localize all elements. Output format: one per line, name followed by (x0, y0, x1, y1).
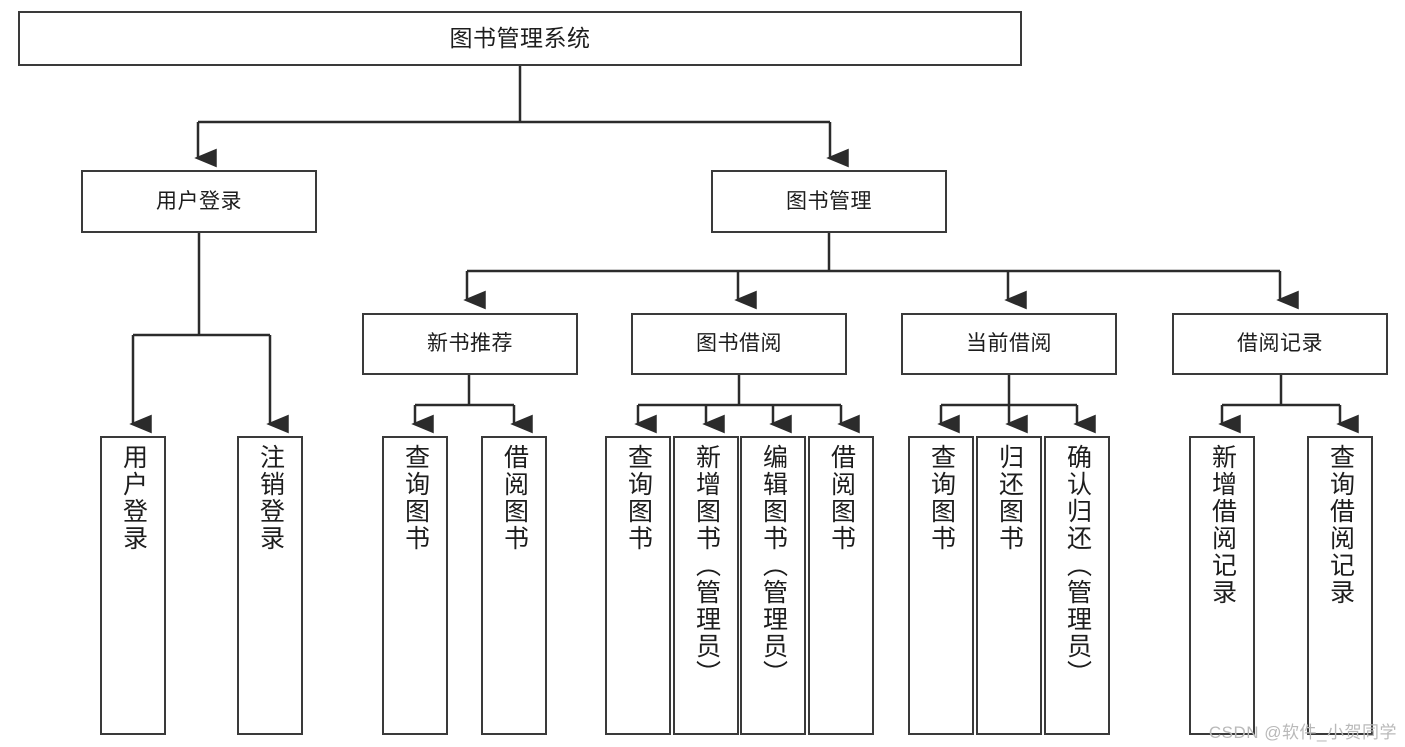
leaf-current-borrow-confirm-return[interactable]: 确认归还（管理员） (1044, 436, 1110, 735)
node-root-system-label: 图书管理系统 (449, 24, 591, 51)
node-new-book-recommend[interactable]: 新书推荐 (362, 313, 578, 375)
leaf-borrow-record-query[interactable]: 查询借阅记录 (1307, 436, 1373, 735)
leaf-user-login-logout-label: 注销登录 (256, 444, 285, 552)
leaf-user-login-login-label: 用户登录 (119, 444, 148, 552)
leaf-current-borrow-query[interactable]: 查询图书 (908, 436, 974, 735)
leaf-book-borrow-query[interactable]: 查询图书 (605, 436, 671, 735)
leaf-borrow-record-add-label: 新增借阅记录 (1208, 444, 1237, 606)
leaf-user-login-login[interactable]: 用户登录 (100, 436, 166, 735)
node-user-login-label: 用户登录 (156, 189, 242, 213)
node-borrow-record-label: 借阅记录 (1237, 332, 1323, 356)
leaf-current-borrow-return[interactable]: 归还图书 (976, 436, 1042, 735)
leaf-new-book-borrow-label: 借阅图书 (500, 444, 529, 552)
leaf-book-borrow-edit-label: 编辑图书（管理员） (759, 444, 788, 687)
leaf-new-book-query[interactable]: 查询图书 (382, 436, 448, 735)
node-book-management-label: 图书管理 (786, 189, 872, 213)
csdn-watermark: CSDN @软件_小贺同学 (1208, 723, 1397, 742)
leaf-book-borrow-add[interactable]: 新增图书（管理员） (673, 436, 739, 735)
leaf-new-book-borrow[interactable]: 借阅图书 (481, 436, 547, 735)
node-current-borrow-label: 当前借阅 (966, 332, 1052, 356)
node-current-borrow[interactable]: 当前借阅 (901, 313, 1117, 375)
leaf-borrow-record-query-label: 查询借阅记录 (1326, 444, 1355, 606)
node-root-system[interactable]: 图书管理系统 (18, 11, 1022, 66)
leaf-book-borrow-add-label: 新增图书（管理员） (692, 444, 721, 687)
node-book-borrow[interactable]: 图书借阅 (631, 313, 847, 375)
node-book-management[interactable]: 图书管理 (711, 170, 947, 233)
leaf-book-borrow-query-label: 查询图书 (624, 444, 653, 552)
node-user-login[interactable]: 用户登录 (81, 170, 317, 233)
node-new-book-recommend-label: 新书推荐 (427, 332, 513, 356)
leaf-user-login-logout[interactable]: 注销登录 (237, 436, 303, 735)
leaf-new-book-query-label: 查询图书 (401, 444, 430, 552)
leaf-current-borrow-query-label: 查询图书 (927, 444, 956, 552)
leaf-book-borrow-borrow-label: 借阅图书 (827, 444, 856, 552)
node-borrow-record[interactable]: 借阅记录 (1172, 313, 1388, 375)
leaf-current-borrow-confirm-return-label: 确认归还（管理员） (1063, 444, 1092, 687)
leaf-borrow-record-add[interactable]: 新增借阅记录 (1189, 436, 1255, 735)
leaf-book-borrow-edit[interactable]: 编辑图书（管理员） (740, 436, 806, 735)
leaf-current-borrow-return-label: 归还图书 (995, 444, 1024, 552)
leaf-book-borrow-borrow[interactable]: 借阅图书 (808, 436, 874, 735)
node-book-borrow-label: 图书借阅 (696, 332, 782, 356)
